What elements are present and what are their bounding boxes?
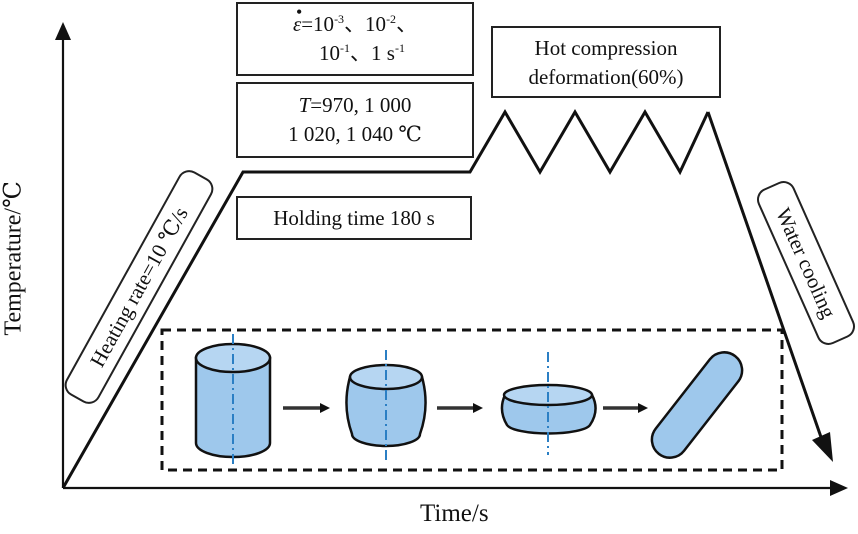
strain-rate-line-2: 10-1、1 s-1 [319, 41, 405, 65]
dot-accent-icon: • [295, 2, 303, 22]
temperature-box: T=970, 1 000 1 020, 1 040 ℃ [236, 82, 474, 158]
strain-rate-line-1: ε•=10-3、10-2、 [238, 2, 472, 39]
strain-rate-symbol: ε• [293, 2, 302, 36]
strain-rate-box: ε•=10-3、10-2、 10-1、1 s-1 [236, 2, 474, 76]
y-axis-label: Temperature/℃ [0, 181, 27, 336]
sample-quenched-icon [650, 351, 744, 459]
cooling-arrow-icon [812, 432, 833, 462]
temperature-line-1: T=970, 1 000 [298, 93, 412, 117]
holding-time-box: Holding time 180 s [236, 196, 472, 240]
temperature-line-2: 1 020, 1 040 ℃ [288, 122, 422, 146]
cooling-curve [706, 111, 824, 441]
sample-flattened-icon [500, 352, 597, 455]
process-curve [61, 109, 710, 489]
sample-compressed-icon [345, 350, 427, 460]
deformation-line-1: Hot compression [534, 36, 678, 60]
y-axis-arrow-icon [55, 22, 71, 40]
deformation-line-2: deformation(60%) [528, 65, 684, 89]
x-axis-label: Time/s [420, 500, 489, 527]
sample-panel [160, 328, 784, 472]
x-axis-arrow-icon [830, 480, 848, 496]
sample-initial-icon [194, 334, 272, 466]
deformation-box: Hot compression deformation(60%) [491, 26, 721, 98]
